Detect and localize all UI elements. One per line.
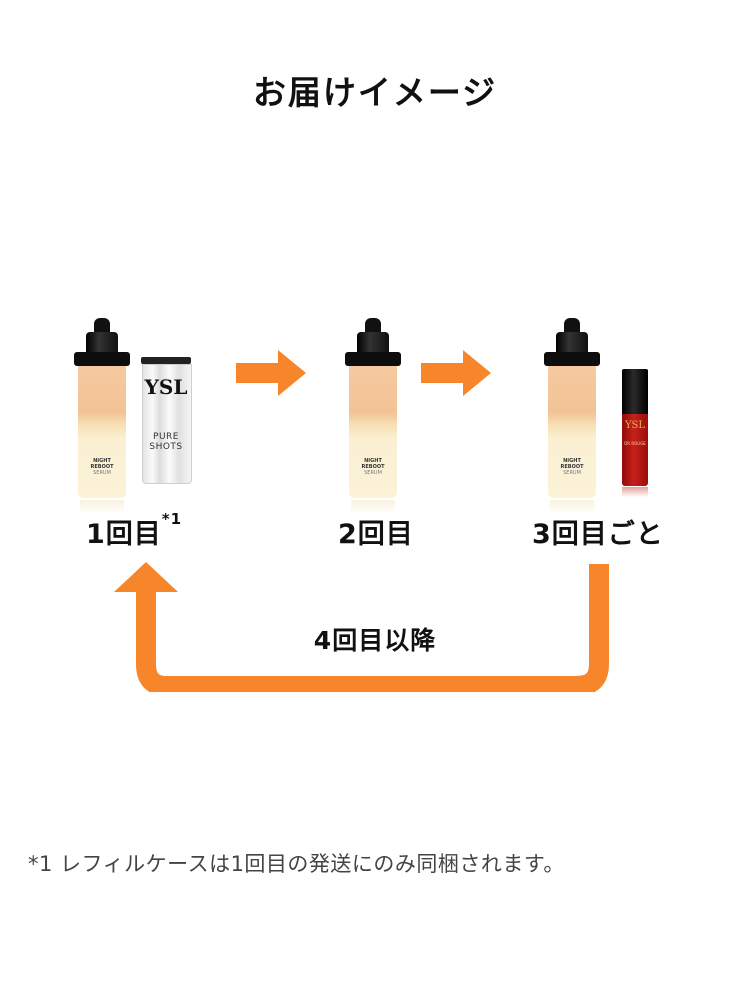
pump-top xyxy=(365,318,381,336)
reflection xyxy=(351,500,395,514)
bottle-label: NIGHT REBOOT SERUM xyxy=(548,458,596,476)
label-line: REBOOT xyxy=(361,464,385,470)
label-line: SERUM xyxy=(93,470,111,476)
ysl-logo: YSL xyxy=(624,420,646,431)
pump-collar xyxy=(345,352,401,366)
bottle-label: NIGHT REBOOT SERUM xyxy=(78,458,126,476)
bottle-label: OR ROUGE xyxy=(624,441,646,446)
reflection xyxy=(550,500,594,514)
pump-neck xyxy=(86,332,118,354)
arrow-right-icon xyxy=(421,350,491,396)
bottle-cap xyxy=(622,369,648,414)
ysl-logo: YSL xyxy=(144,375,188,399)
reflection xyxy=(80,500,124,514)
label-line: SERUM xyxy=(563,470,581,476)
bottle-body: NIGHT REBOOT SERUM xyxy=(78,366,126,498)
case-lid xyxy=(141,357,191,364)
bottle-body: NIGHT REBOOT SERUM xyxy=(349,366,397,498)
pump-top xyxy=(564,318,580,336)
step-label-text: 1回目 xyxy=(86,519,162,550)
label-line: NIGHT xyxy=(563,458,581,464)
label-line: REBOOT xyxy=(90,464,114,470)
label-line: REBOOT xyxy=(560,464,584,470)
footnote-marker: *1 xyxy=(161,510,183,528)
pump-top xyxy=(94,318,110,336)
case-glass xyxy=(142,364,192,484)
reflection xyxy=(622,487,648,497)
label-line: PURE xyxy=(153,432,179,442)
label-line: SHOTS xyxy=(149,442,183,452)
serum-refill-bottle: NIGHT REBOOT SERUM xyxy=(72,318,132,518)
step-label-2: 2回目 xyxy=(338,519,414,550)
step-label-3: 3回目ごと xyxy=(532,519,664,550)
pump-neck xyxy=(556,332,588,354)
label-line: NIGHT xyxy=(364,458,382,464)
pump-collar xyxy=(544,352,600,366)
case-label: PURE SHOTS xyxy=(141,432,191,452)
serum-refill-bottle: NIGHT REBOOT SERUM xyxy=(542,318,602,518)
arrow-right-icon xyxy=(236,350,306,396)
pump-neck xyxy=(357,332,389,354)
bottle-body: NIGHT REBOOT SERUM xyxy=(548,366,596,498)
label-line: NIGHT xyxy=(93,458,111,464)
pure-shots-case: YSL PURE SHOTS xyxy=(141,357,192,487)
step-label-1: 1回目*1 xyxy=(86,510,183,551)
bottle-label: NIGHT REBOOT SERUM xyxy=(349,458,397,476)
loop-back-arrow-icon xyxy=(114,562,609,692)
serum-refill-bottle: NIGHT REBOOT SERUM xyxy=(343,318,403,518)
page-title: お届けイメージ xyxy=(252,73,498,112)
loop-label: 4回目以降 xyxy=(313,626,437,655)
or-rouge-mini-bottle: YSL OR ROUGE xyxy=(622,369,648,499)
footnote: *1 レフィルケースは1回目の発送にのみ同梱されます。 xyxy=(28,852,565,876)
label-line: SERUM xyxy=(364,470,382,476)
bottle-body xyxy=(622,414,648,486)
pump-collar xyxy=(74,352,130,366)
